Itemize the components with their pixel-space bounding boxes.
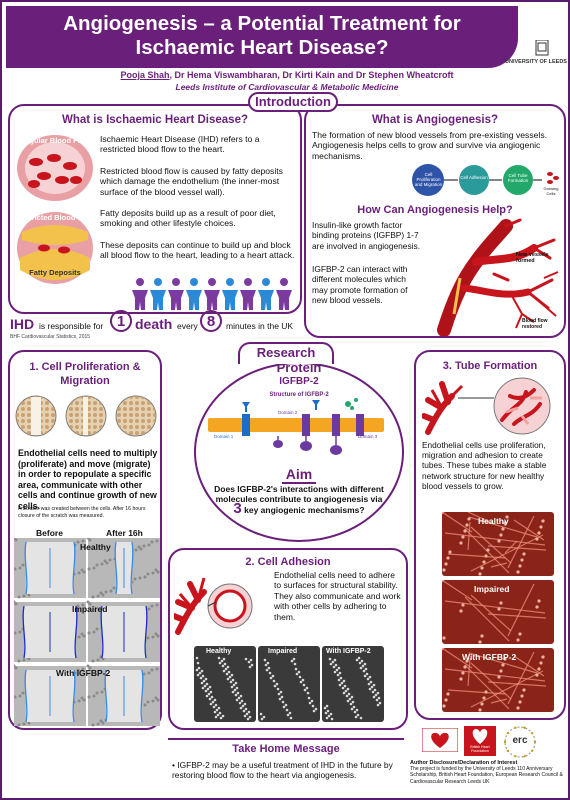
tube-healthy-label: Healthy: [478, 516, 509, 526]
ihd-paragraph-2: Restricted blood flow is caused by fatty…: [100, 166, 283, 197]
ihd-paragraph-1: Ischaemic Heart Disease (IHD) refers to …: [100, 134, 260, 155]
ihd-statistic: IHD is responsible for 1 death every 8 m…: [10, 310, 306, 340]
scratch-micrographs: [12, 536, 160, 728]
take-home-text: • IGFBP-2 may be a useful treatment of I…: [172, 760, 393, 781]
regular-blood-flow-image: Regular Blood Flow: [14, 132, 96, 204]
before-label: Before: [36, 528, 63, 538]
igfbp2-structure-diagram: Domain 1 Domain 2 Domain 3: [206, 398, 392, 464]
proliferation-panel: 1. Cell Proliferation & Migration Endoth…: [8, 350, 162, 730]
vessel-tree-image: New vessels formed Blood flow restored R…: [424, 218, 564, 337]
angio-paragraph-3: IGFBP-2 can interact with different mole…: [312, 264, 408, 306]
poster-title: Angiogenesis – a Potential Treatment for…: [63, 12, 461, 59]
disclosure: Author Disclosure/Declaration of Interes…: [410, 760, 563, 785]
healthy-label: Healthy: [80, 542, 111, 552]
aim-label: Aim: [194, 466, 404, 484]
proliferation-text: Endothelial cells need to multiply (prol…: [18, 448, 158, 511]
tube-with-igfbp2-image: [440, 646, 554, 712]
tube-text: Endothelial cells use proliferation, mig…: [422, 440, 547, 491]
header-bar: Angiogenesis – a Potential Treatment for…: [6, 6, 518, 68]
angio-paragraph-2: Insulin-like growth factor binding prote…: [312, 220, 421, 251]
take-home-title: Take Home Message: [232, 743, 340, 755]
research-ellipse: [194, 362, 404, 542]
aim-text: Does IGFBP-2's interactions with differe…: [214, 484, 384, 517]
ihd-title: What is Ischaemic Heart Disease?: [62, 114, 248, 126]
adhesion-with-label: With IGFBP-2: [326, 648, 371, 655]
angio-title: What is Angiogenesis?: [371, 114, 499, 126]
angio-paragraph-1: The formation of new blood vessels from …: [312, 130, 547, 161]
angiogenesis-panel: What is Angiogenesis? The formation of n…: [304, 104, 566, 338]
ihd-panel: What is Ischaemic Heart Disease? Regular…: [8, 104, 302, 314]
ihd-paragraph-3: Fatty deposits build up as a result of p…: [100, 208, 276, 229]
tube-with-label: With IGFBP-2: [462, 652, 517, 662]
authors: Pooja Shah, Dr Hema Viswambharan, Dr Kir…: [120, 70, 454, 80]
tube-formation-image: [421, 376, 562, 436]
tube-impaired-image: [440, 578, 554, 644]
proliferation-title: 1. Cell Proliferation & Migration: [29, 361, 141, 387]
introduction-label: Introduction: [248, 92, 338, 112]
institute: Leeds Institute of Cardiovascular & Meta…: [175, 82, 399, 92]
adhesion-healthy-label: Healthy: [206, 648, 232, 655]
protein-name: IGFBP-2: [279, 376, 319, 387]
impaired-label: Impaired: [72, 604, 108, 614]
with-igfbp2-label: With IGFBP-2: [56, 668, 111, 678]
domain-3-label: Domain 3: [358, 434, 378, 439]
tube-panel: 3. Tube Formation Endothelial cells use …: [414, 350, 566, 720]
ihd-paragraph-4: These deposits can continue to build up …: [100, 240, 295, 261]
angio-help-title: How Can Angiogenesis Help?: [357, 204, 513, 216]
scratch-assay-circles: [14, 394, 160, 438]
tube-healthy-image: [440, 510, 554, 576]
leeds-crest-icon: [522, 39, 562, 58]
tube-impaired-label: Impaired: [474, 584, 510, 594]
after-label: After 16h: [106, 528, 143, 538]
adhesion-impaired-label: Impaired: [268, 648, 298, 655]
restricted-blood-flow-image: Restricted Blood Flow Fatty Deposits: [14, 210, 96, 288]
adhesion-panel: 2. Cell Adhesion Endothelial cells need …: [168, 548, 408, 730]
tube-title: 3. Tube Formation: [442, 360, 538, 372]
people-chain-icon: [130, 276, 300, 312]
erc-logo: erc: [502, 724, 538, 760]
structure-label: Structure of IGFBP-2: [269, 392, 329, 398]
domain-1-label: Domain 1: [214, 434, 234, 439]
take-home-section: Take Home Message • IGFBP-2 may be a use…: [168, 738, 404, 798]
university-logo: UNIVERSITY OF LEEDS: [505, 59, 567, 65]
adhesion-healthy-image: [194, 646, 256, 722]
adhesion-impaired-image: [258, 646, 320, 722]
adhesion-with-igfbp2-image: [322, 646, 384, 722]
adhesion-text: Endothelial cells need to adhere to surf…: [274, 570, 401, 622]
domain-2-label: Domain 2: [278, 410, 298, 415]
research-label: Research: [238, 342, 334, 364]
heart-logo-icon: [421, 727, 459, 753]
angiogenesis-flow-diagram: Cell Proliferation and Migration Cell Ad…: [410, 162, 562, 198]
proliferation-note: A scratch was created between the cells.…: [18, 506, 146, 519]
bhf-logo: British Heart Foundation: [464, 726, 496, 756]
adhesion-vessel-image: [171, 572, 254, 642]
adhesion-title: 2. Cell Adhesion: [245, 556, 331, 568]
